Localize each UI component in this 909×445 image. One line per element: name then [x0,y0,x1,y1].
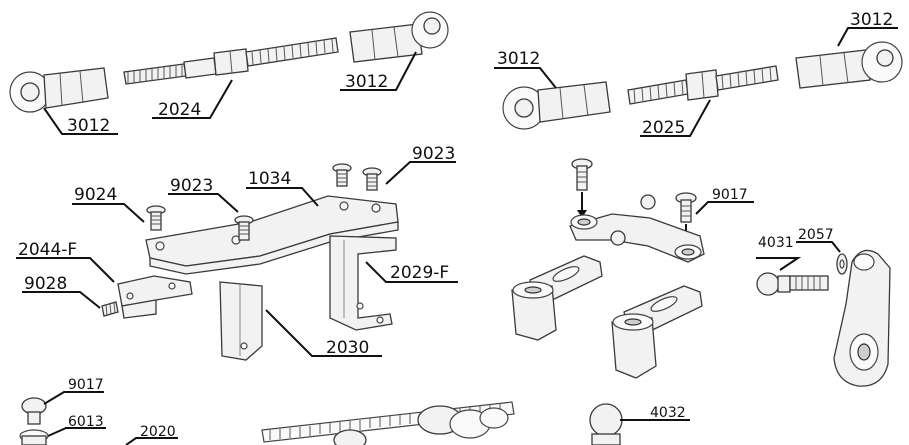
label-1034: 1034 [248,169,291,189]
leader-l2 [152,79,233,119]
label-3012-left: 3012 [67,116,110,136]
leader-l17 [796,241,841,253]
label-2044-f: 2044-F [18,240,77,260]
leader-l14 [265,309,382,357]
label-9017-bottom: 9017 [68,377,104,393]
leader-l4 [494,67,557,89]
rod-end-right-3012-b [795,41,903,89]
leader-l16 [756,257,802,271]
threaded-rod-left [123,63,187,85]
label-3012-b-right: 3012 [850,10,893,30]
set-screw-9028 [101,301,119,317]
label-9023-mid: 9023 [170,176,213,196]
leader-l12 [22,291,101,309]
ball-stud-4032 [589,403,623,445]
post-2030 [219,281,263,361]
bellcrank-screw-left [571,158,593,218]
belt-and-pulleys-partial [261,401,515,445]
leader-l11 [16,257,115,283]
label-6013: 6013 [68,414,104,430]
leader-l1 [43,107,118,135]
leader-l13 [365,261,458,283]
rod-end-right-3012 [349,11,449,63]
screw-9023-c [362,167,382,191]
leader-l9 [168,193,239,213]
turnbuckle-2024 [183,48,249,79]
leader-l8 [246,187,319,207]
screw-9023-a [234,215,254,241]
leader-l6 [837,27,898,47]
screw-9023-b [332,163,352,187]
label-9028: 9028 [24,274,67,294]
turnbuckle-2025 [685,69,719,101]
top-plate-1034 [145,195,399,275]
label-3012-right: 3012 [345,72,388,92]
steering-arm-left [511,255,603,341]
post-2029-f [329,235,397,331]
leader-l10 [72,203,145,223]
threaded-rod-b-right [715,65,779,91]
bellcrank-body [569,194,705,263]
bracket-2044-f [117,275,193,319]
screw-9017-bottom [19,397,49,445]
ball-stud-4031 [756,272,829,296]
label-3012-b-left: 3012 [497,49,540,69]
screw-9024 [146,205,166,231]
rod-end-left-3012 [9,67,109,113]
label-2024: 2024 [158,100,201,120]
leader-l15 [695,201,754,215]
rod-end-left-3012-b [502,81,611,130]
washer-2057 [836,253,848,275]
threaded-rod-b-left [627,79,689,105]
leader-l3 [340,51,417,91]
leader-l18 [43,391,104,405]
label-2020: 2020 [140,424,176,440]
leader-l7 [385,161,456,185]
label-4031: 4031 [758,235,794,251]
label-9017-bellcrank: 9017 [712,187,748,203]
steering-arm-far-right [833,249,891,387]
label-9024: 9024 [74,185,117,205]
steering-arm-right [611,285,703,379]
label-2025: 2025 [642,118,685,138]
label-4032: 4032 [650,405,686,421]
leader-l5 [640,99,711,137]
label-2029-f: 2029-F [390,263,449,283]
leader-l19 [47,427,106,437]
threaded-rod-right [245,37,339,67]
label-9023-top: 9023 [412,144,455,164]
leader-l20 [125,437,178,445]
label-2030: 2030 [326,338,369,358]
label-2057: 2057 [798,227,834,243]
